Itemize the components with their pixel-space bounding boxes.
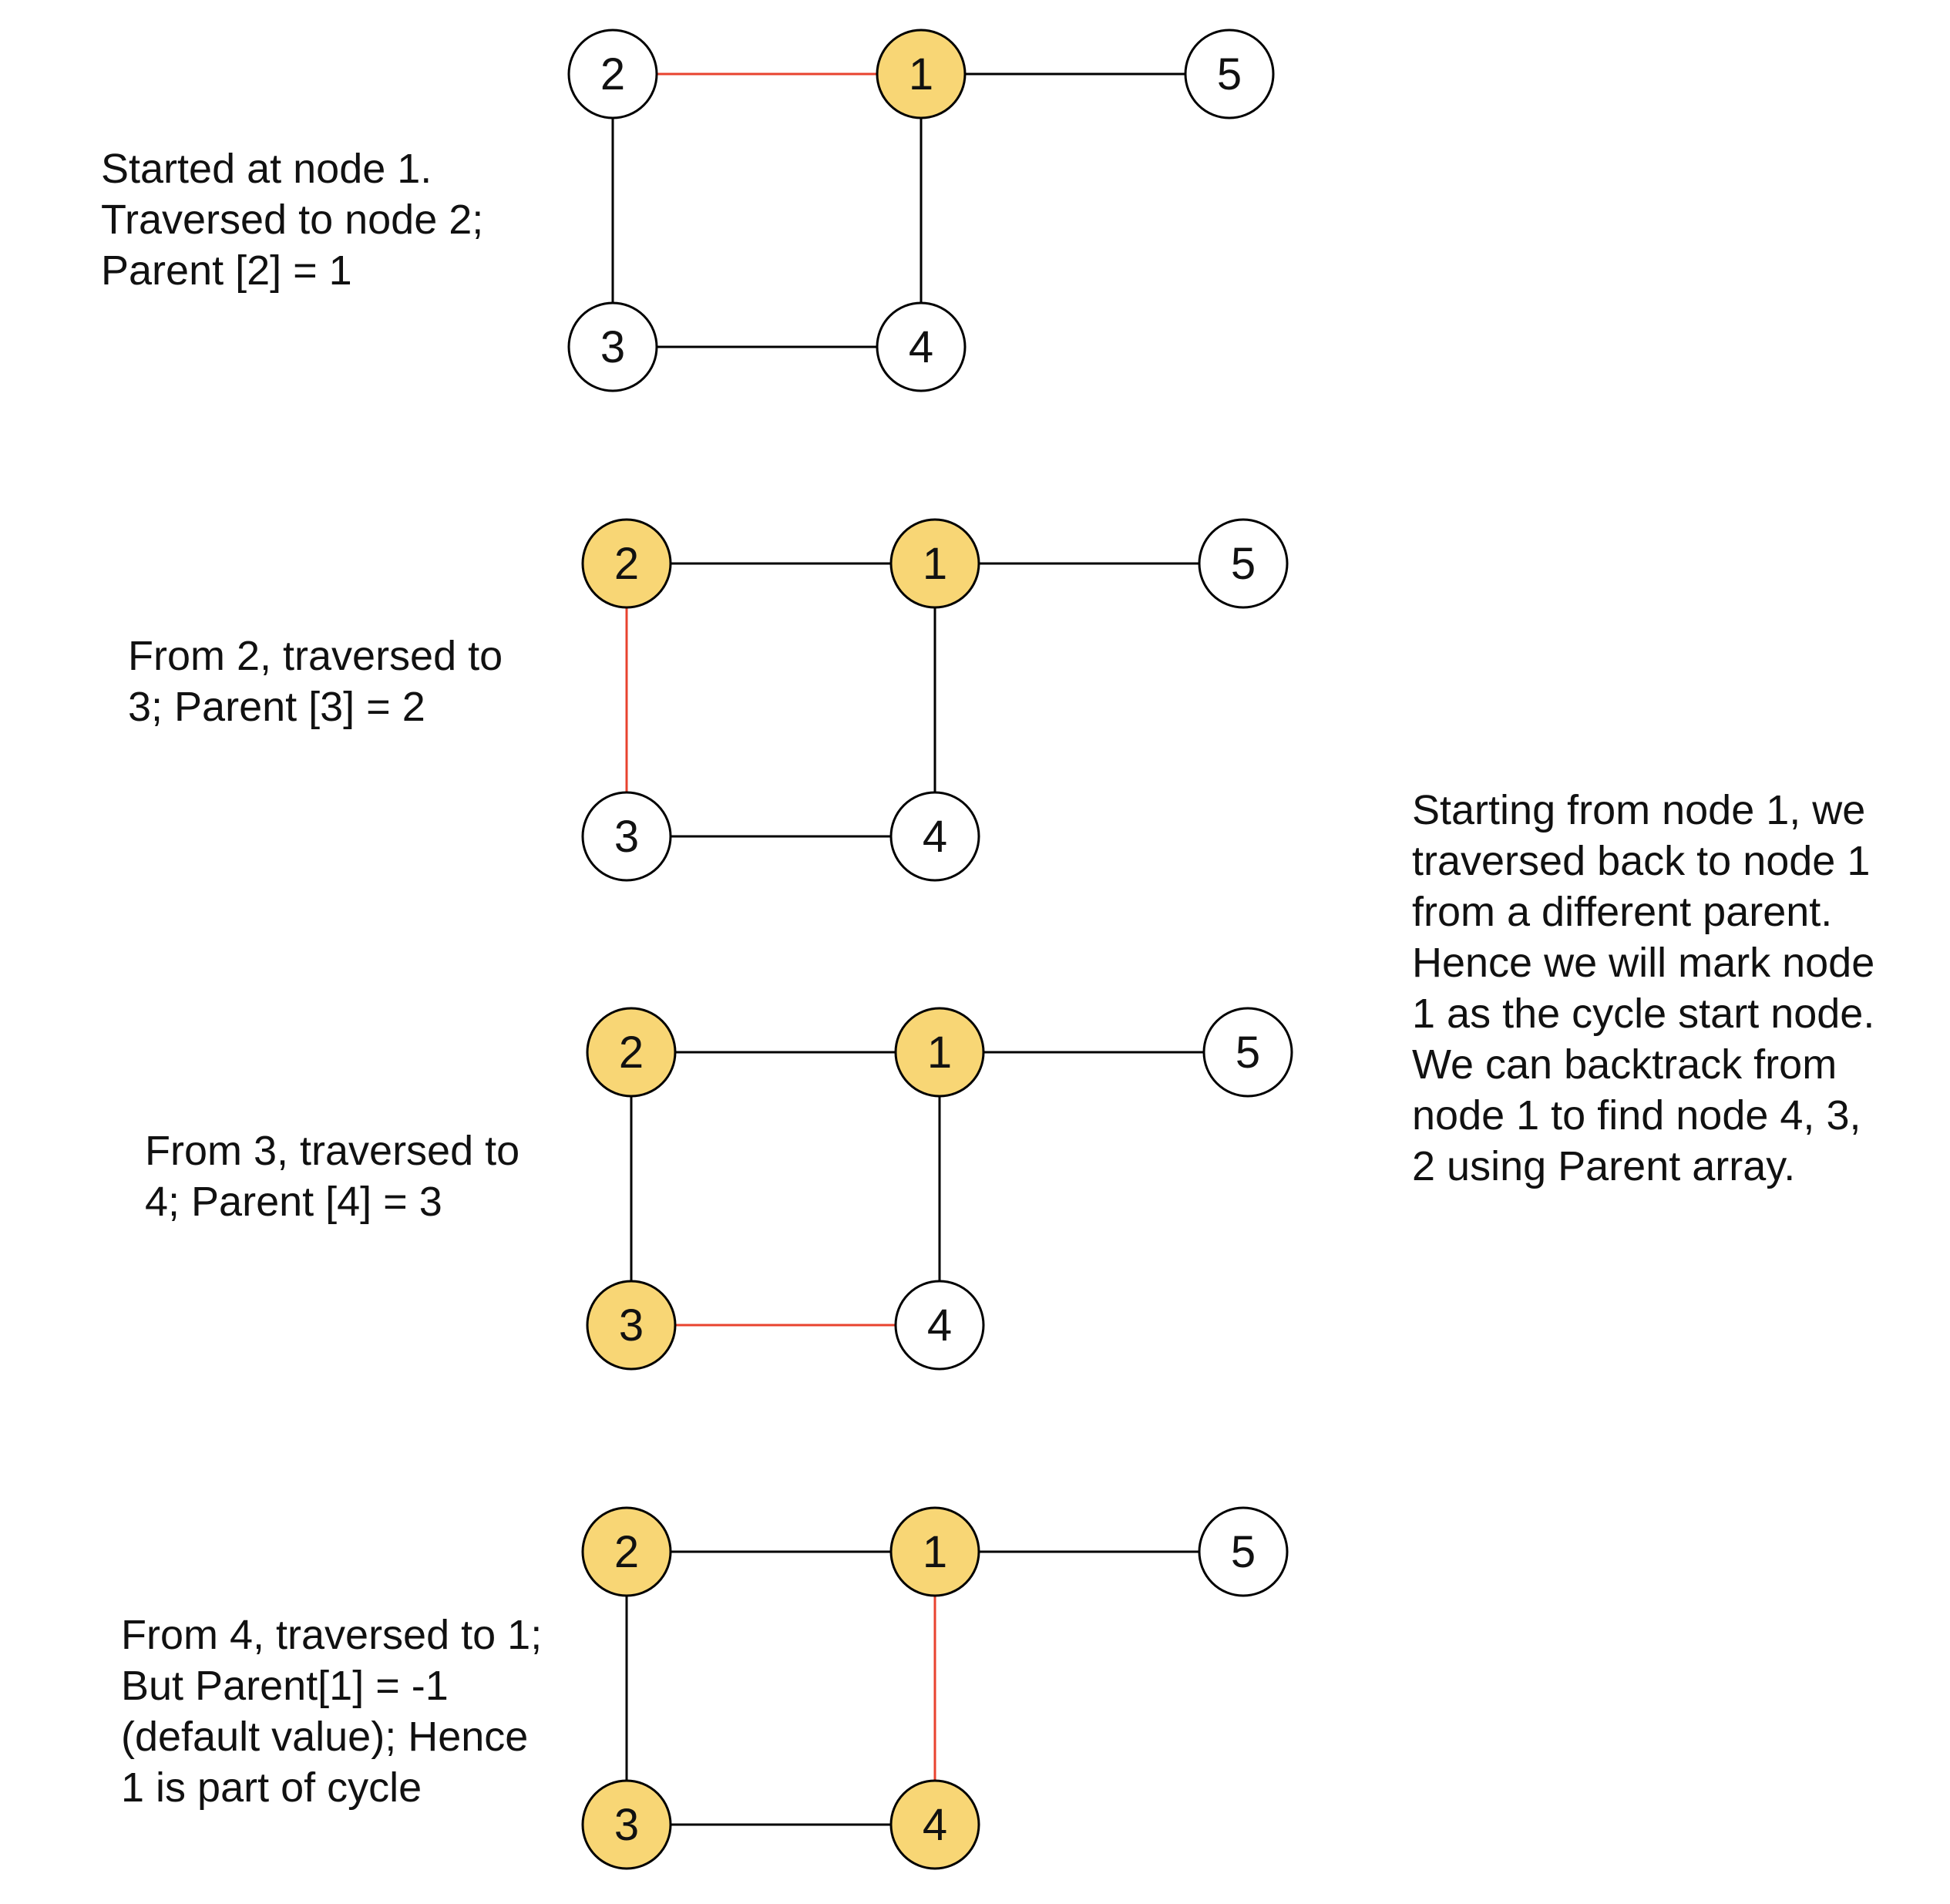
node-2-visited <box>581 1506 672 1597</box>
step-3-graph: 1 2 3 4 5 <box>586 1007 1293 1371</box>
step-2-caption: From 2, traversed to 3; Parent [3] = 2 <box>128 633 503 730</box>
node-4-label: 4 <box>923 812 947 862</box>
node-4 <box>889 791 980 882</box>
node-2-label: 2 <box>614 1527 639 1577</box>
step-4-graph: 1 2 3 4 5 <box>581 1506 1289 1870</box>
node-1-visited <box>889 1506 980 1597</box>
node-5-label: 5 <box>1236 1028 1260 1078</box>
node-5 <box>1202 1007 1293 1098</box>
node-5 <box>1198 1506 1289 1597</box>
node-4-label: 4 <box>909 322 933 372</box>
node-3-label: 3 <box>619 1300 644 1351</box>
step-3-caption: From 3, traversed to 4; Parent [4] = 3 <box>145 1128 520 1225</box>
node-5-label: 5 <box>1231 1527 1256 1577</box>
node-2 <box>567 29 658 119</box>
node-2-label: 2 <box>614 539 639 589</box>
step-2-graph: 1 2 3 4 5 <box>581 518 1289 882</box>
node-4-visited <box>889 1779 980 1870</box>
node-4-label: 4 <box>923 1800 947 1850</box>
node-5-label: 5 <box>1231 539 1256 589</box>
node-2-label: 2 <box>600 49 625 99</box>
node-1-visited <box>876 29 967 119</box>
node-1-label: 1 <box>923 1527 947 1577</box>
node-3-label: 3 <box>614 1800 639 1850</box>
node-3-visited <box>581 1779 672 1870</box>
node-1-visited <box>894 1007 985 1098</box>
node-5-label: 5 <box>1217 49 1242 99</box>
node-1-label: 1 <box>927 1028 952 1078</box>
node-1-label: 1 <box>923 539 947 589</box>
node-4 <box>876 301 967 392</box>
node-4 <box>894 1280 985 1371</box>
step-4-caption: From 4, traversed to 1; But Parent[1] = … <box>121 1612 543 1811</box>
node-2-label: 2 <box>619 1028 644 1078</box>
node-5 <box>1184 29 1275 119</box>
node-1-visited <box>889 518 980 609</box>
summary-caption: Starting from node 1, we traversed back … <box>1412 787 1875 1189</box>
node-1-label: 1 <box>909 49 933 99</box>
node-2-visited <box>586 1007 677 1098</box>
node-3 <box>581 791 672 882</box>
step-1-caption: Started at node 1. Traversed to node 2; … <box>101 146 484 294</box>
node-3 <box>567 301 658 392</box>
node-3-visited <box>586 1280 677 1371</box>
step-1-graph: 1 2 3 4 5 <box>567 29 1275 392</box>
node-2-visited <box>581 518 672 609</box>
node-3-label: 3 <box>614 812 639 862</box>
node-4-label: 4 <box>927 1300 952 1351</box>
node-3-label: 3 <box>600 322 625 372</box>
node-5 <box>1198 518 1289 609</box>
